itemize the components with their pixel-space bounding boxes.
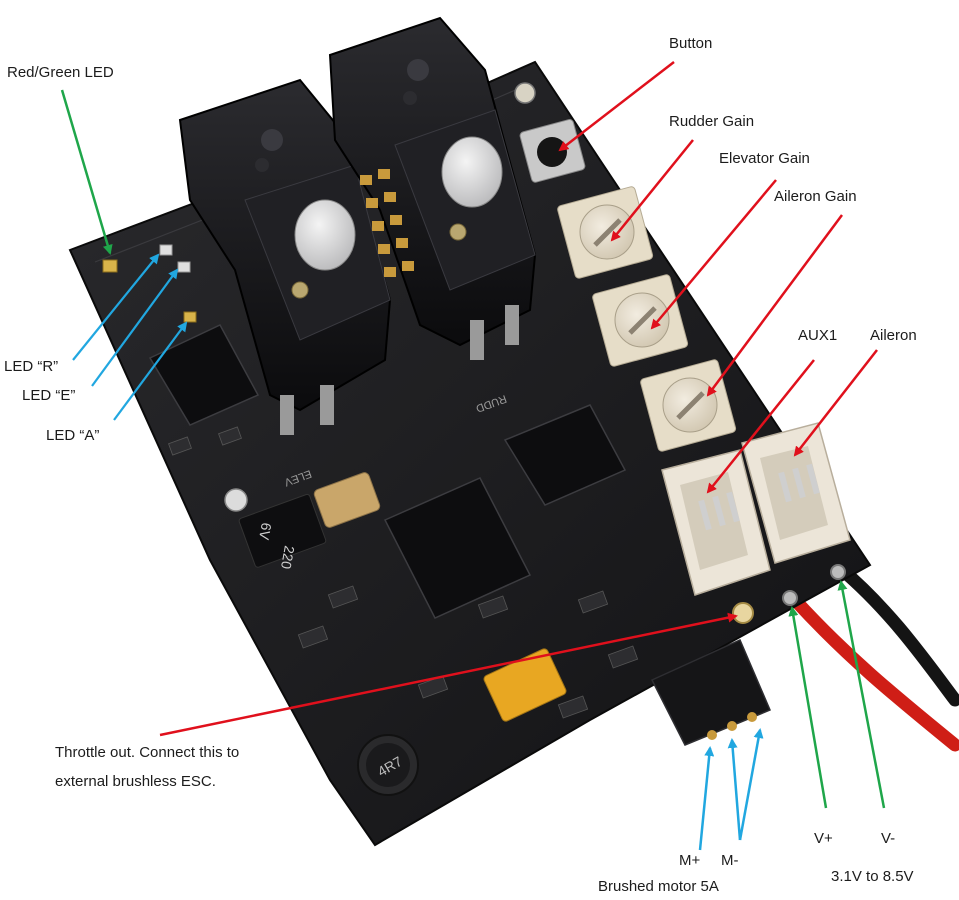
cap-value: 220 (278, 544, 298, 570)
arrow-led-e (91, 268, 179, 387)
cap-voltage: 6V (256, 521, 275, 541)
label-throttle-line2: external brushless ESC. (55, 773, 216, 790)
inductor: 4R7 (357, 734, 419, 796)
arrow-elevator-gain (650, 179, 777, 330)
brushed-motor-connector (650, 639, 771, 746)
label-aileron-gain: Aileron Gain (774, 188, 857, 205)
led-e (177, 261, 191, 273)
red-green-led (102, 259, 118, 273)
elevator-gain-pot (592, 274, 689, 367)
black-wire (833, 561, 959, 707)
arrow-v-minus (837, 580, 886, 809)
label-aux1: AUX1 (798, 327, 838, 344)
red-wire (788, 593, 959, 752)
throttle-pad (732, 602, 754, 624)
label-v-minus: V- (881, 830, 896, 847)
crystal (313, 472, 381, 528)
label-led-a: LED “A” (46, 427, 100, 444)
arrow-led-a (113, 321, 188, 421)
led-a (183, 311, 197, 323)
label-aileron: Aileron (870, 327, 917, 344)
label-m-minus: M- (721, 852, 739, 869)
aux1-connector (661, 449, 771, 596)
arrow-led-r (72, 253, 160, 361)
arrow-v-plus (788, 606, 828, 809)
small-chip (148, 324, 260, 426)
aileron-connector (741, 422, 851, 564)
label-brushed-motor: Brushed motor 5A (598, 878, 719, 895)
arrow-m-minus-a (727, 738, 742, 841)
label-rudder-gain: Rudder Gain (669, 113, 755, 130)
label-throttle-line1: Throttle out. Connect this to (55, 744, 240, 761)
label-v-plus: V+ (814, 830, 833, 847)
rudder-gain-pot (557, 186, 654, 279)
main-mcu (383, 477, 532, 619)
label-led-r: LED “R” (4, 358, 59, 375)
label-button: Button (669, 35, 713, 52)
led-r (159, 244, 173, 256)
arrow-rudder-gain (610, 139, 694, 242)
arrow-m-minus-b (738, 728, 764, 841)
label-led-e: LED “E” (22, 387, 76, 404)
arrow-red-green-led (60, 89, 113, 255)
arrow-throttle (159, 612, 738, 737)
label-red-green-led: Red/Green LED (7, 64, 114, 81)
servo-left (178, 78, 392, 435)
arrow-aileron (793, 349, 878, 457)
label-m-plus: M+ (679, 852, 701, 869)
servo-right (328, 16, 537, 360)
arrow-m-plus (698, 746, 715, 851)
gyro-chip (503, 404, 627, 506)
aileron-gain-pot (640, 359, 737, 452)
arrow-aileron-gain (706, 214, 844, 397)
label-voltage-range: 3.1V to 8.5V (831, 868, 914, 885)
electrolytic-cap: 220 6V (238, 493, 327, 570)
arrow-aux1 (706, 359, 815, 494)
label-elevator-gain: Elevator Gain (719, 150, 810, 167)
header-pins (360, 169, 414, 277)
arrow-button (558, 61, 675, 152)
